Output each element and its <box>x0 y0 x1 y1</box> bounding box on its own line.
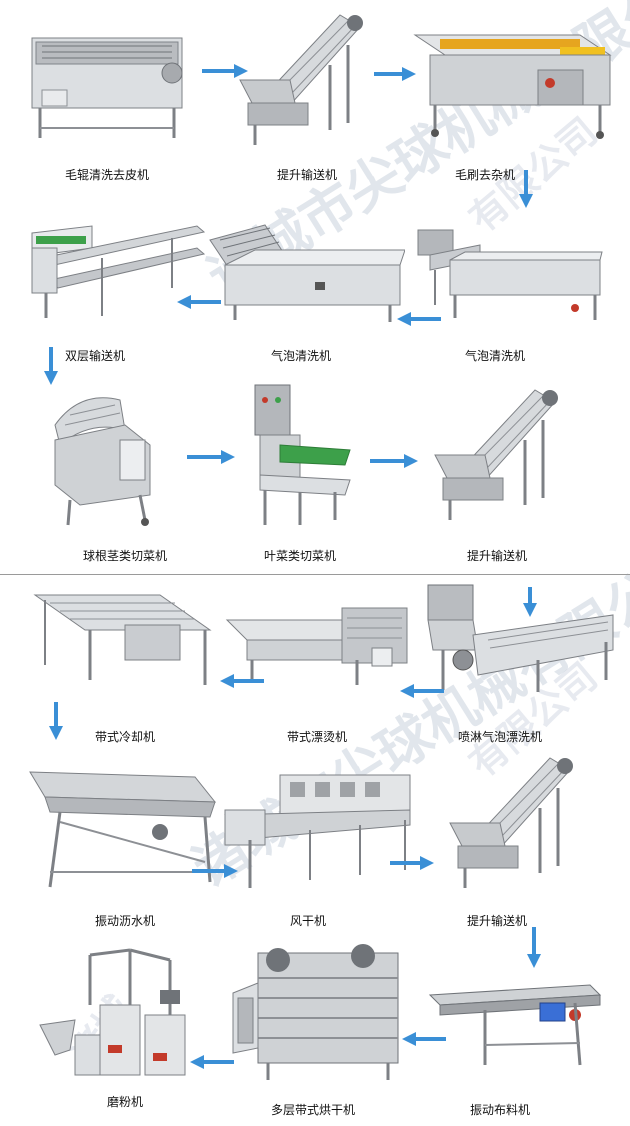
machine-label-air-dryer: 风干机 <box>289 914 326 928</box>
machine-image-brush-cleaner <box>410 25 615 140</box>
machine-label-spray-bubble-rinser: 喷淋气泡漂洗机 <box>457 730 542 744</box>
arrow-right-icon <box>390 856 434 870</box>
machine-image-leafy-cutter <box>240 380 360 530</box>
arrow-right-icon <box>202 64 248 78</box>
machine-image-air-dryer <box>220 770 415 895</box>
machine-label-root-cutter: 球根茎类切菜机 <box>82 549 167 563</box>
machine-label-roller-peeler: 毛辊清洗去皮机 <box>64 168 149 182</box>
arrow-left-icon <box>220 674 264 688</box>
section-divider <box>0 574 630 575</box>
machine-label-brush-cleaner: 毛刷去杂机 <box>454 168 515 182</box>
arrow-left-icon <box>177 295 221 309</box>
machine-image-elevator-1 <box>230 5 380 155</box>
machine-label-belt-cooler: 带式冷却机 <box>94 730 155 744</box>
machine-label-belt-blancher: 带式漂烫机 <box>286 730 347 744</box>
arrow-right-icon <box>187 450 235 464</box>
machine-label-elevator-3: 提升输送机 <box>466 914 527 928</box>
arrow-left-icon <box>400 684 444 698</box>
arrow-down-icon <box>49 702 63 740</box>
machine-label-multilayer-dryer: 多层带式烘干机 <box>270 1103 355 1117</box>
machine-image-vibration-distributor <box>425 975 605 1075</box>
arrow-right-icon <box>370 454 418 468</box>
machine-image-elevator-2 <box>425 380 575 525</box>
machine-image-spray-bubble-rinser <box>418 580 618 700</box>
arrow-right-icon <box>192 864 238 878</box>
machine-label-leafy-cutter: 叶菜类切菜机 <box>263 549 336 563</box>
machine-label-vibration-dewatering: 振动沥水机 <box>94 914 155 928</box>
machine-label-bubble-washer-2: 气泡清洗机 <box>464 349 525 363</box>
machine-label-elevator-1: 提升输送机 <box>276 168 337 182</box>
arrow-left-icon <box>402 1032 446 1046</box>
arrow-down-icon <box>519 170 533 208</box>
machine-image-multilayer-dryer <box>228 938 403 1083</box>
machine-image-bubble-washer-1 <box>205 220 405 330</box>
machine-label-elevator-2: 提升输送机 <box>466 549 527 563</box>
machine-image-double-conveyor <box>22 218 207 328</box>
machine-image-belt-cooler <box>30 585 215 695</box>
arrow-right-icon <box>374 67 416 81</box>
machine-image-roller-peeler <box>22 28 192 148</box>
machine-label-vibration-distributor: 振动布料机 <box>469 1103 530 1117</box>
machine-image-belt-blancher <box>222 600 417 690</box>
arrow-left-icon <box>397 312 441 326</box>
machine-image-root-cutter <box>40 385 160 530</box>
machine-label-grinder: 磨粉机 <box>106 1095 143 1109</box>
arrow-left-icon <box>190 1055 234 1069</box>
arrow-down-icon <box>523 587 537 617</box>
arrow-down-icon <box>527 927 541 968</box>
machine-image-vibration-dewatering <box>20 762 220 897</box>
machine-image-bubble-washer-2 <box>410 220 605 330</box>
machine-image-grinder <box>30 945 195 1085</box>
machine-label-bubble-washer-1: 气泡清洗机 <box>270 349 331 363</box>
machine-label-double-conveyor: 双层输送机 <box>64 349 125 363</box>
machine-image-elevator-3 <box>440 748 590 893</box>
arrow-down-icon <box>44 347 58 385</box>
